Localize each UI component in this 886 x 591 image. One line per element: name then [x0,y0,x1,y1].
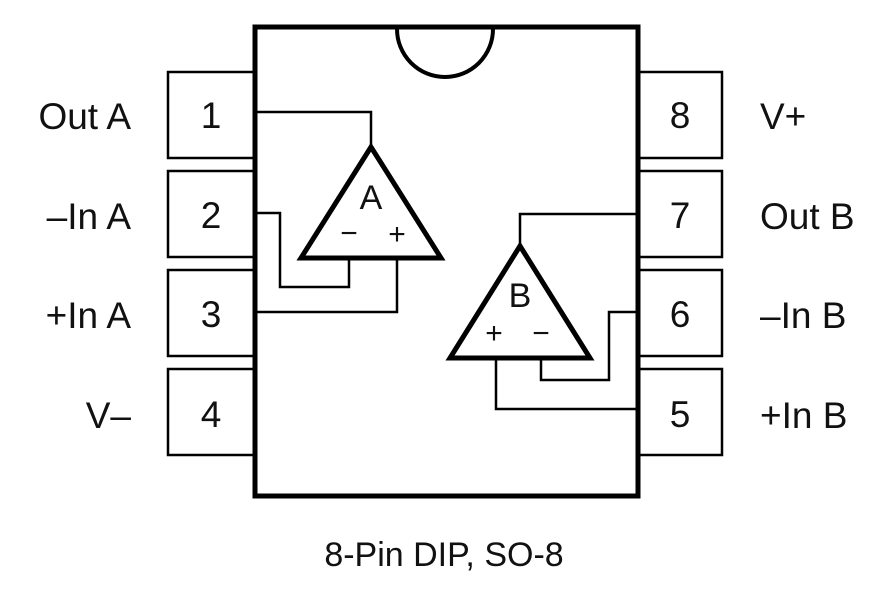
pin-1-name: Out A [38,96,131,137]
pin-4-box [166,367,257,457]
opamp-b-inverting-sign: − [532,317,550,350]
pin-6-name: –In B [760,295,846,336]
package-caption: 8-Pin DIP, SO-8 [324,536,563,574]
opamp-a-noninverting-sign: + [388,218,406,251]
pin-5-name: +In B [760,395,847,436]
pin-5-number: 5 [670,394,691,435]
wire-out-b [518,212,640,248]
opamp-a-label: A [360,179,383,217]
wire-inv-in-a [253,211,351,289]
orientation-notch [394,26,496,79]
pin-8-name: V+ [760,96,806,137]
pin-6-number: 6 [670,294,691,335]
pin-5-box [636,367,724,457]
pin-7-name: Out B [760,196,855,237]
pin-3-number: 3 [201,294,222,335]
opamp-b-triangle [445,241,595,361]
opamp-a-triangle [296,142,446,261]
wire-noninv-in-b [494,356,640,411]
pin-8-number: 8 [670,95,691,136]
wire-noninv-in-a [253,256,399,314]
wire-inv-in-b [539,310,640,382]
pin-7-number: 7 [670,195,691,236]
wire-out-a [253,110,373,149]
pin-1-number: 1 [201,95,222,136]
opamp-b-label: B [509,277,532,315]
pin-4-number: 4 [201,394,222,435]
pin-4-name: V– [86,395,132,436]
pin-3-name: +In A [46,295,132,336]
pin-1-box [166,70,257,160]
pin-8-box [636,70,724,160]
ic-body [252,24,641,499]
pin-2-number: 2 [201,195,222,236]
pin-2-name: –In A [47,196,132,237]
opamp-a-inverting-sign: − [340,217,358,250]
opamp-b-noninverting-sign: + [485,317,503,350]
